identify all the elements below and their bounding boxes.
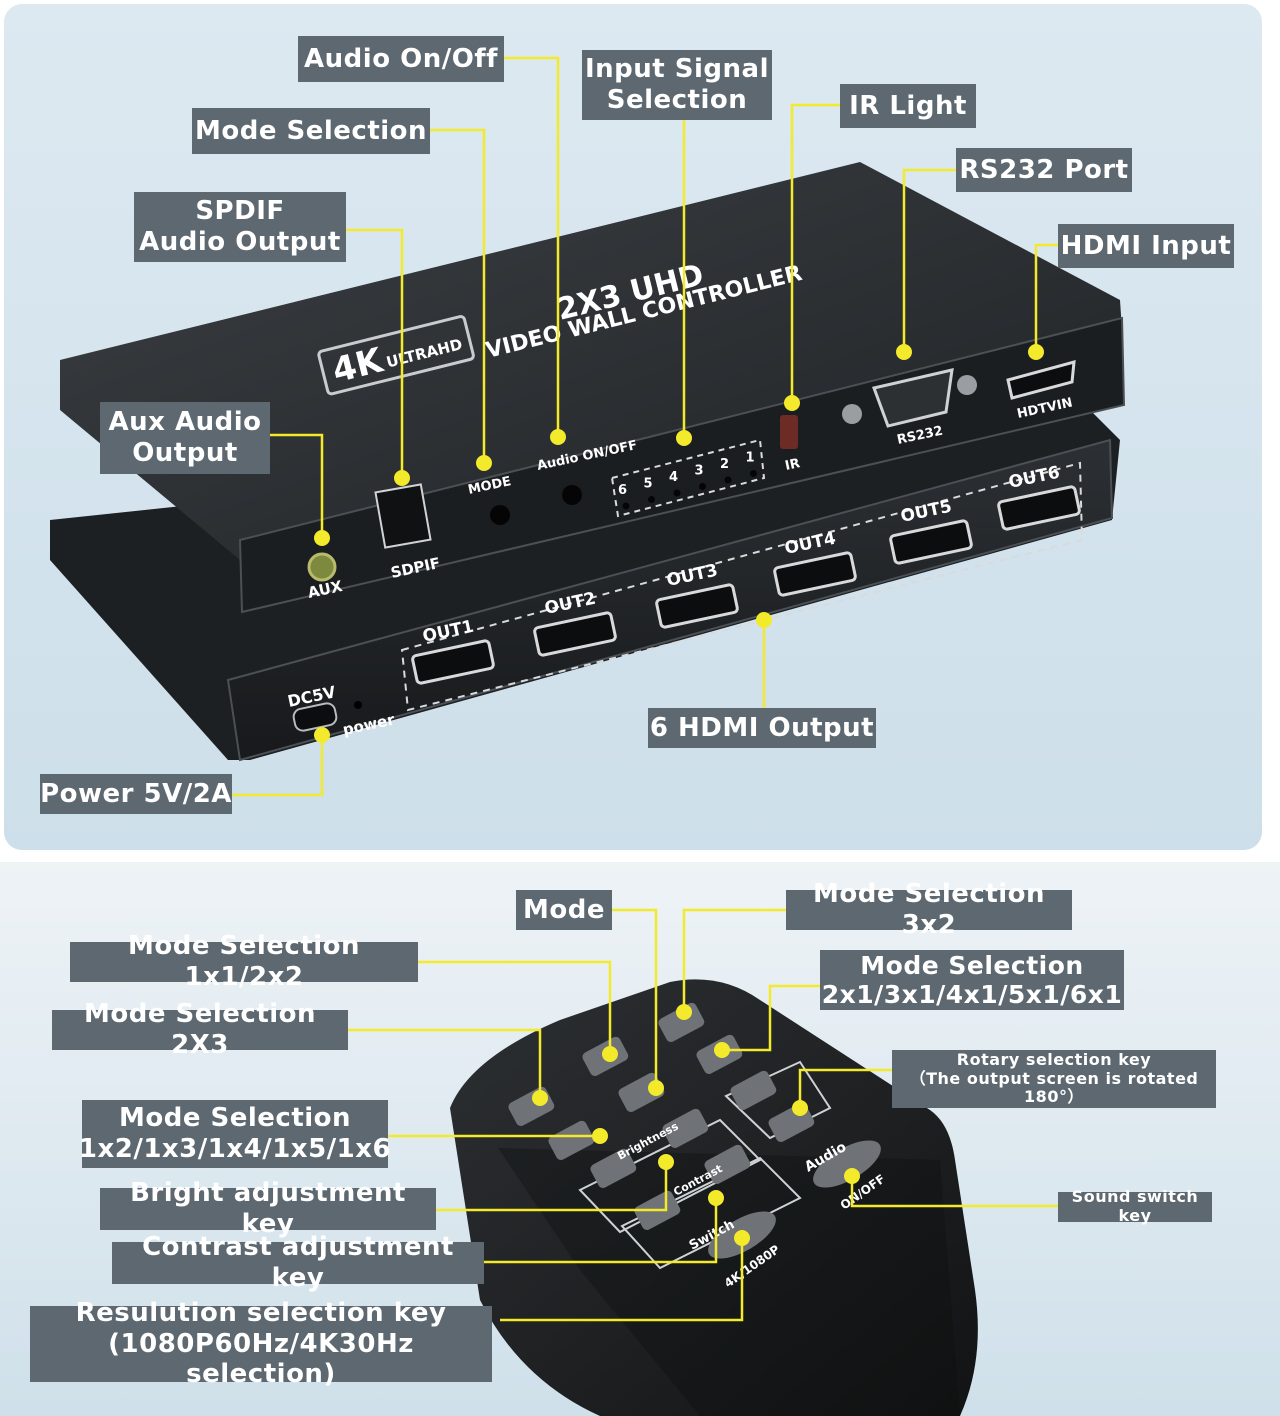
callout-rs232-port: RS232 Port [956, 148, 1132, 192]
led-2 [724, 476, 732, 484]
led-label-1: 1 [746, 451, 755, 466]
led-label-2: 2 [720, 457, 729, 472]
callout-ir-light: IR Light [840, 84, 976, 128]
callout-sound: Sound switch key [1058, 1187, 1212, 1225]
mode-button [490, 505, 510, 525]
callout-audio-onoff: Audio On/Off [298, 36, 504, 82]
callout-spdif: SPDIF Audio Output [134, 192, 346, 262]
remote-key-11 [704, 1144, 751, 1184]
remote-key-1 [658, 1002, 705, 1042]
spdif-port [374, 483, 432, 549]
audio-button [562, 485, 582, 505]
callout-contrast: Contrast adjustment key [112, 1232, 484, 1293]
hdmi-out-port-3 [655, 583, 739, 629]
callout-mode-2x1: Mode Selection 2x1/3x1/4x1/5x1/6x1 [820, 950, 1124, 1010]
callout-mode-selection: Mode Selection [192, 108, 430, 154]
led-1 [750, 470, 757, 477]
callout-mode: Mode [516, 890, 612, 930]
callout-rotary: Rotary selection key （The output screen … [892, 1050, 1216, 1108]
led-label-6: 6 [618, 483, 627, 498]
callout-mode-1x2: Mode Selection 1x2/1x3/1x4/1x5/1x6 [79, 1100, 391, 1168]
led-4 [673, 489, 681, 497]
led-5 [648, 496, 655, 503]
callout-input-signal: Input Signal Selection [582, 50, 772, 120]
callout-mode-1x1-2x2: Mode Selection 1x1/2x2 [70, 931, 418, 992]
ir-window [780, 415, 798, 449]
led-group [610, 438, 766, 518]
callout-bright: Bright adjustment key [100, 1178, 436, 1239]
remote-key-10 [590, 1148, 637, 1188]
hdmi-out-port-1 [411, 639, 495, 685]
leader-dots [314, 344, 1044, 1246]
led-label-4: 4 [669, 470, 678, 485]
hdmi-out-port-2 [533, 611, 617, 657]
rs232-port [872, 368, 954, 428]
led-6 [622, 502, 630, 510]
input-unit: 4K ULTRAHD 2X3 UHD VIDEO WALL CONTROLLER… [60, 162, 1126, 614]
hdmi-out-port-5 [889, 519, 973, 565]
callout-hdmi-input: HDMI Input [1058, 224, 1234, 268]
led-label-3: 3 [695, 464, 704, 479]
callout-power: Power 5V/2A [40, 774, 232, 814]
remote-key-6 [730, 1070, 777, 1110]
remote-key-8 [662, 1108, 709, 1148]
callout-hdmi-output: 6 HDMI Output [648, 708, 876, 748]
hdmi-in-port [1006, 359, 1076, 400]
remote-key-7 [548, 1120, 595, 1160]
hdmi-out-port-4 [773, 551, 857, 597]
hdmi-out-port-6 [997, 485, 1081, 531]
led-label-5: 5 [644, 477, 653, 492]
callout-mode-2x3: Mode Selection 2X3 [52, 999, 348, 1060]
led-3 [699, 483, 706, 490]
leader-lines [232, 56, 1060, 1322]
callout-resolution: Resulution selection key (1080P60Hz/4K30… [30, 1298, 492, 1389]
aux-port [307, 552, 337, 582]
callout-mode-3x2: Mode Selection 3x2 [786, 879, 1072, 940]
callout-aux-audio: Aux Audio Output [100, 402, 270, 474]
ir-label: IR [784, 456, 802, 474]
